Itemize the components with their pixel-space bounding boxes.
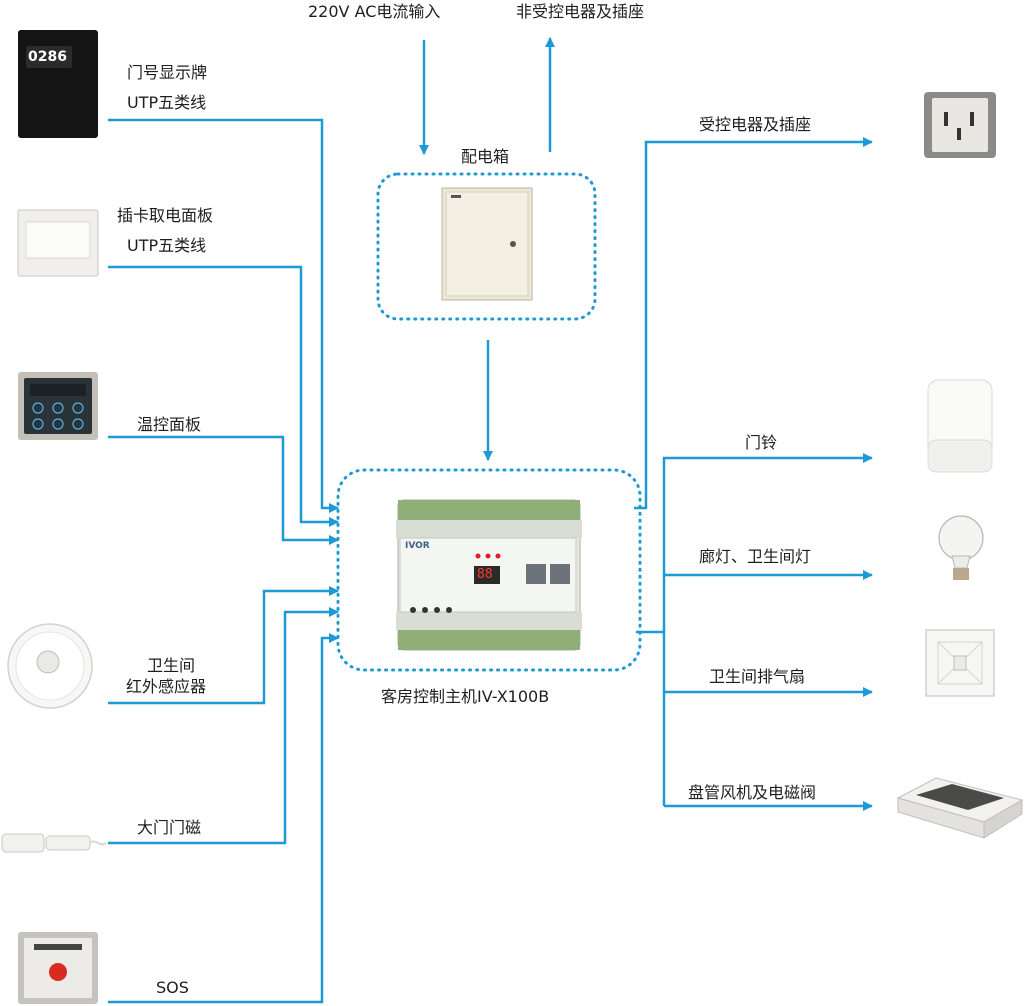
wire-socket [634, 137, 873, 510]
doorbell-icon [927, 379, 993, 473]
fan-coil-label: 盘管风机及电磁阀 [688, 783, 817, 802]
doorbell-label: 门铃 [745, 433, 778, 452]
thermostat-label: 温控面板 [137, 415, 202, 434]
wire-thermostat [108, 435, 339, 545]
door-sign-label: 门号显示牌 [127, 63, 208, 82]
wire-door-sign [108, 118, 339, 513]
sos-label: SOS [156, 978, 189, 997]
exhaust-fan-icon [925, 629, 995, 697]
wire-output-bus [636, 630, 666, 806]
ir-sensor-icon [7, 623, 93, 709]
door-sign-cable-label: UTP五类线 [127, 93, 207, 112]
distribution-box-frame [376, 172, 597, 321]
host-brand: IVOR [405, 541, 430, 551]
power-input-label: 220V AC电流输入 [308, 2, 441, 21]
wire-sos [108, 633, 339, 1004]
door-number-panel-icon [18, 30, 98, 138]
lights-label: 廊灯、卫生间灯 [699, 547, 812, 566]
uncontrolled-output-label: 非受控电器及插座 [516, 2, 645, 21]
light-bulb-icon [938, 515, 984, 580]
ir-sensor-label-2: 红外感应器 [126, 677, 207, 696]
socket-label: 受控电器及插座 [699, 115, 812, 134]
fan-coil-unit-icon [896, 777, 1024, 839]
card-power-switch-icon [17, 209, 99, 277]
distribution-box-label: 配电箱 [461, 147, 510, 166]
door-magnet-label: 大门门磁 [137, 818, 202, 837]
host-display-digits: 88 [477, 567, 493, 582]
distribution-cabinet-icon [441, 187, 533, 301]
card-switch-cable-label: UTP五类线 [127, 236, 207, 255]
power-socket-icon [924, 92, 996, 158]
host-label: 客房控制主机IV-X100B [381, 687, 550, 706]
host-controller-icon [396, 499, 582, 651]
ir-sensor-label-1: 卫生间 [147, 656, 196, 675]
sos-button-icon [18, 932, 98, 1004]
host-frame [336, 468, 642, 672]
door-magnet-icon [1, 833, 107, 853]
wire-doorbell [662, 453, 873, 632]
door-number-display: 0286 [28, 49, 67, 65]
card-switch-label: 插卡取电面板 [117, 206, 214, 225]
exhaust-fan-label: 卫生间排气扇 [709, 667, 806, 686]
wire-ir-sensor [108, 586, 339, 705]
thermostat-panel-icon [18, 372, 98, 440]
wire-door-magnet [108, 607, 339, 845]
wire-card-switch [108, 265, 339, 527]
